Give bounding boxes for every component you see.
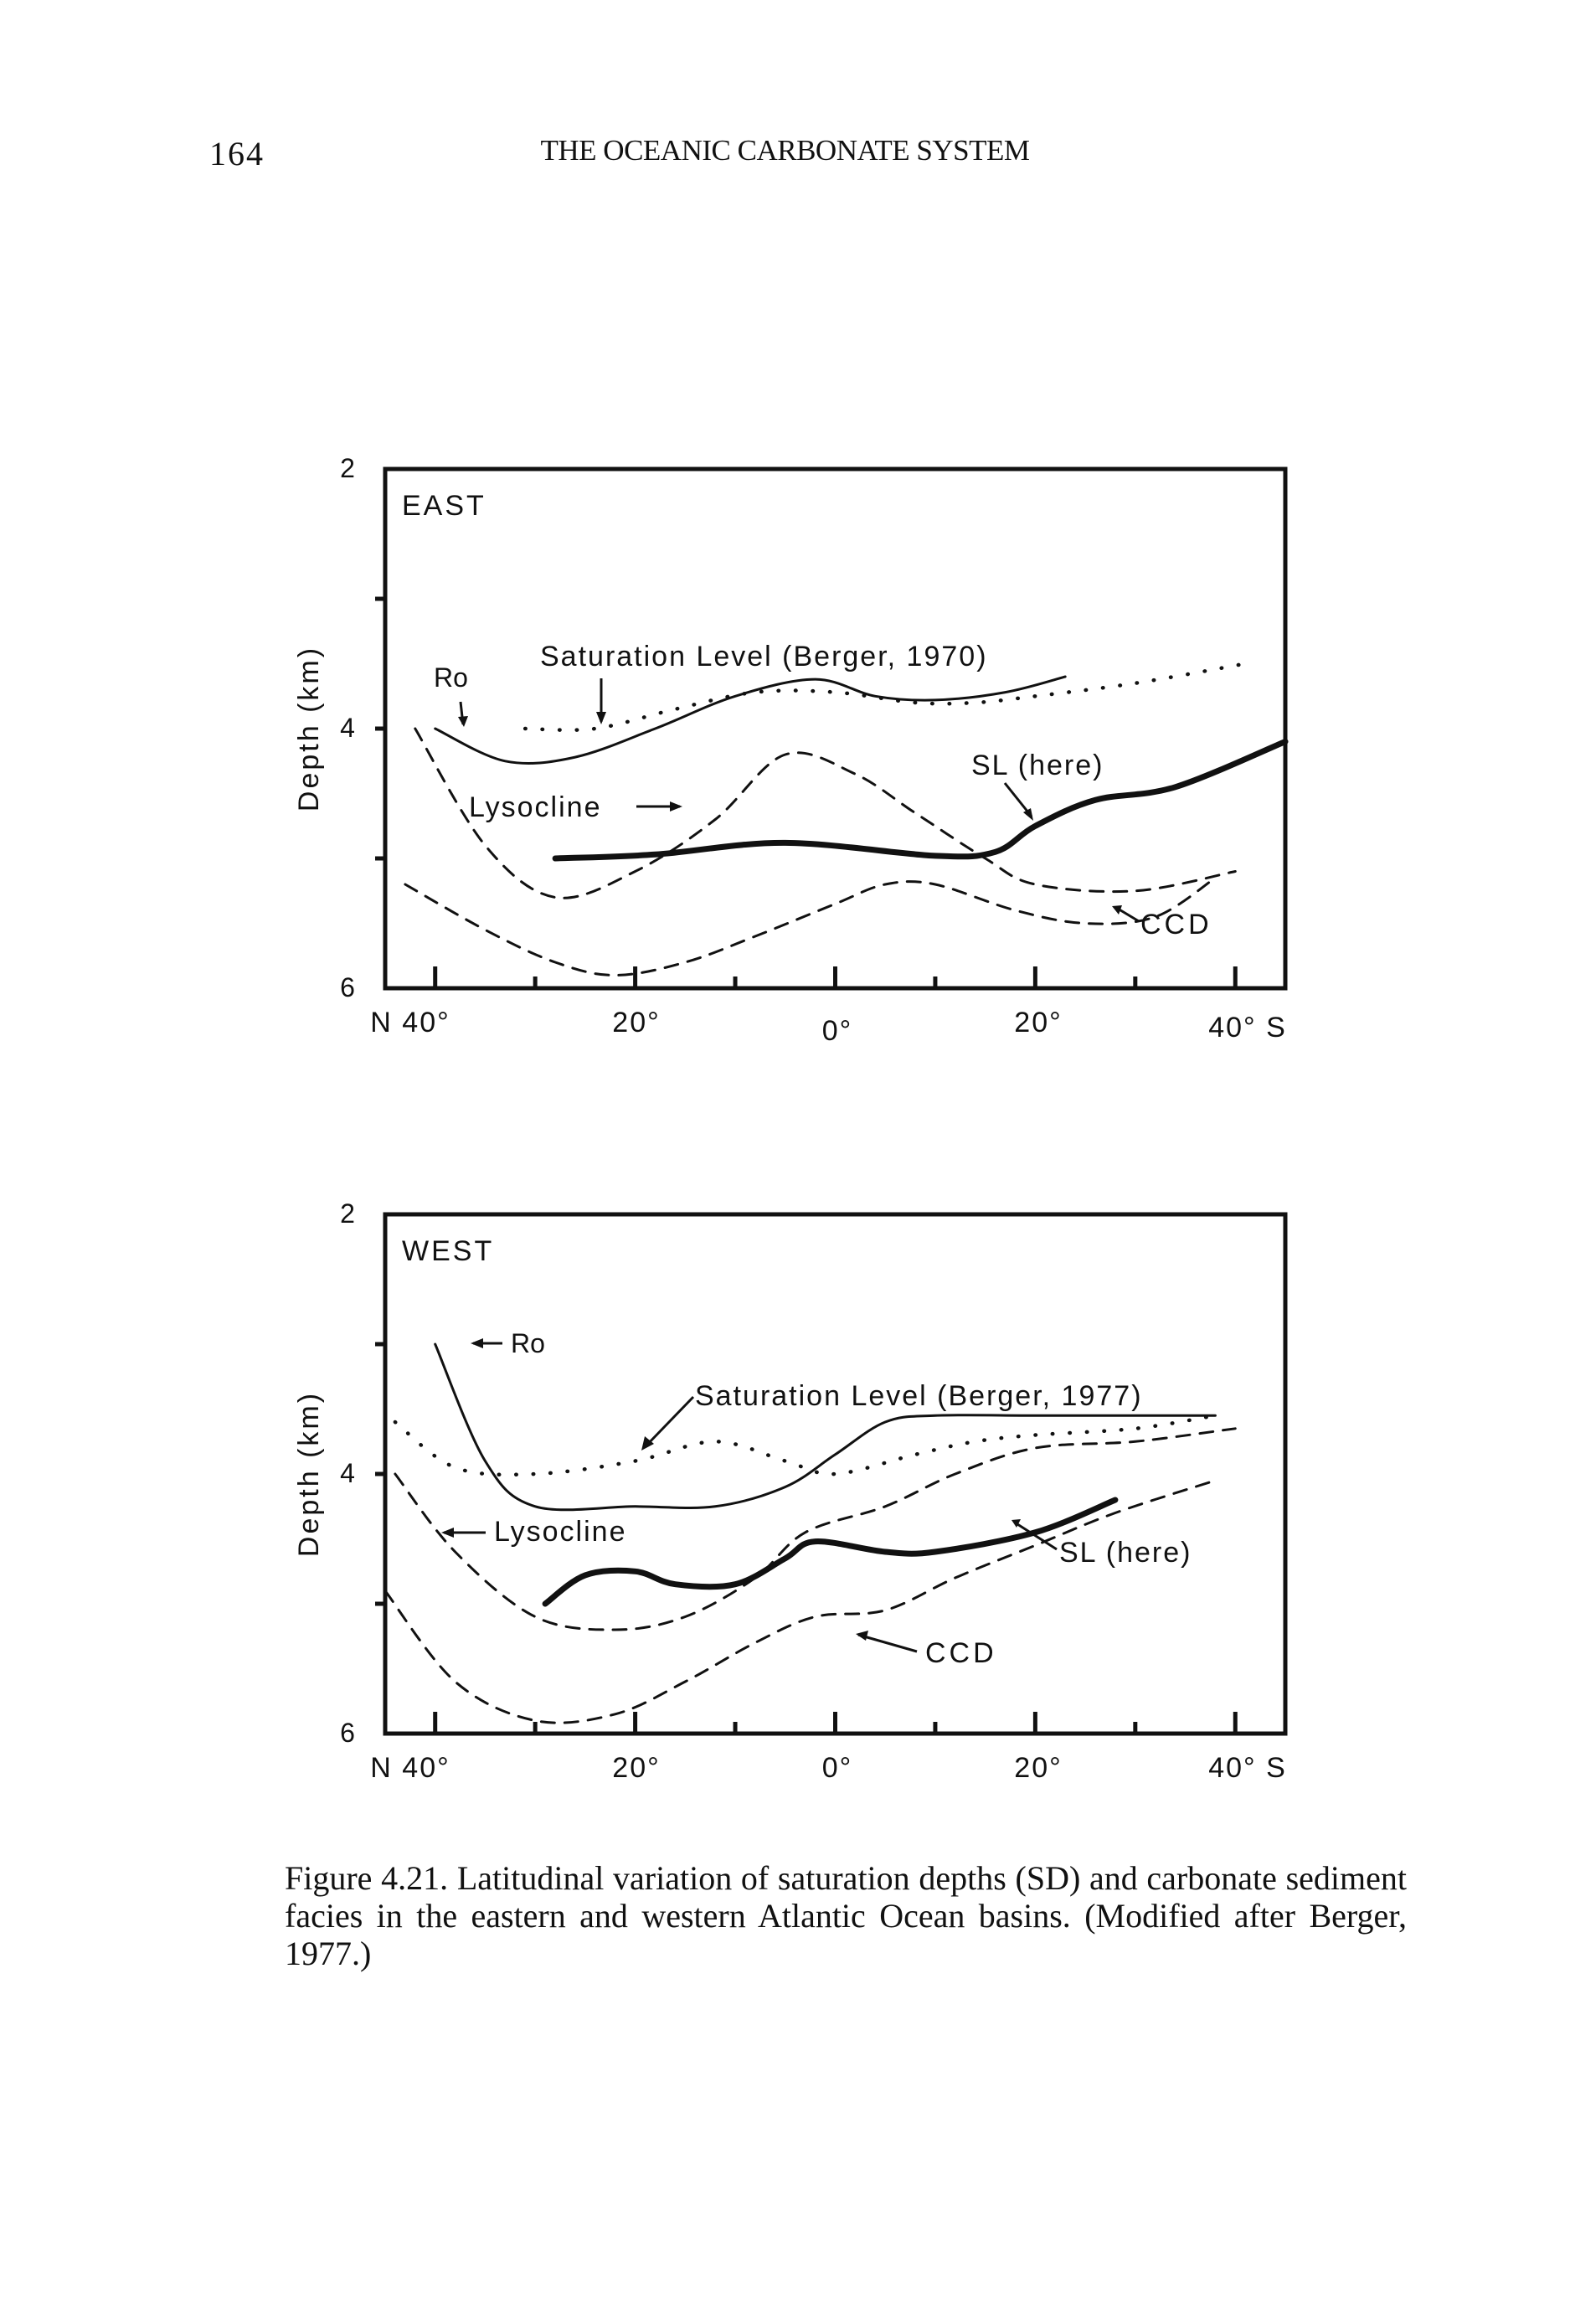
west-arrowhead-sl-here	[1011, 1519, 1021, 1528]
west-x-tick-label: 40° S	[1208, 1752, 1287, 1784]
west-arrow-ccd	[857, 1633, 918, 1653]
west-series-sl	[542, 1497, 1119, 1607]
west-annotations: Ro Saturation Level (Berger, 1977) Lysoc…	[441, 1328, 1192, 1669]
caption-line: 1977.)	[285, 1935, 372, 1972]
west-x-tick-label: 0°	[822, 1752, 853, 1784]
east-x-tick-label: 20°	[612, 1007, 660, 1038]
west-y-axis: Depth (km) 2 4 6	[293, 1198, 385, 1748]
west-series-layer	[383, 1342, 1237, 1724]
east-y-tick-label: 6	[340, 972, 355, 1002]
west-panel-label: WEST	[402, 1235, 494, 1267]
east-y-axis-label: Depth (km)	[293, 646, 325, 812]
west-annotation-sl-here: SL (here)	[1059, 1537, 1192, 1569]
east-chart: Depth (km) 2 4 6 N 40° 20° 0° 20° 40° S …	[293, 453, 1289, 1047]
east-series-sl	[552, 739, 1289, 862]
east-annotation-sl-here: SL (here)	[971, 750, 1104, 781]
west-x-tick-label: N 40°	[370, 1752, 450, 1784]
east-x-axis: N 40° 20° 0° 20° 40° S	[370, 966, 1287, 1047]
west-series-saturation-level	[393, 1414, 1217, 1477]
east-x-tick-label: 40° S	[1208, 1012, 1287, 1043]
west-y-tick-label: 2	[340, 1198, 355, 1229]
east-annotation-lysocline: Lysocline	[469, 791, 601, 823]
west-series-lysocline	[394, 1427, 1237, 1631]
east-x-tick-label: N 40°	[370, 1007, 450, 1038]
west-arrowhead-ccd	[856, 1631, 868, 1641]
east-annotation-saturation-level: Saturation Level (Berger, 1970)	[540, 641, 988, 672]
west-arrow-saturation-level	[643, 1395, 695, 1449]
west-series-ro	[434, 1342, 1217, 1512]
west-x-tick-label: 20°	[1014, 1752, 1062, 1784]
east-arrowhead-ccd	[1112, 905, 1122, 915]
east-arrowhead-ro	[458, 716, 468, 727]
east-panel-label: EAST	[402, 490, 486, 522]
west-annotation-ccd: CCD	[925, 1637, 997, 1669]
caption-line: facies in the eastern and western Atlant…	[285, 1897, 1407, 1935]
west-arrowhead-ro	[471, 1338, 483, 1348]
east-x-ticks	[433, 966, 1238, 988]
west-arrowhead-lysocline	[441, 1528, 454, 1538]
west-series-ccd	[383, 1479, 1217, 1724]
east-series-layer	[404, 662, 1289, 976]
east-arrowhead-saturation-level	[596, 712, 606, 724]
figure-caption: Figure 4.21. Latitudinal variation of sa…	[285, 1859, 1407, 1972]
running-head: THE OCEANIC CARBONATE SYSTEM	[540, 134, 1030, 167]
west-y-tick-label: 4	[340, 1458, 355, 1488]
caption-line: Figure 4.21. Latitudinal variation of sa…	[285, 1859, 1407, 1897]
west-arrow-sl-here	[1014, 1521, 1058, 1551]
west-annotation-saturation-level: Saturation Level (Berger, 1977)	[695, 1380, 1143, 1412]
west-x-ticks	[433, 1712, 1238, 1734]
west-annotation-lysocline: Lysocline	[494, 1516, 626, 1548]
east-series-ro	[434, 675, 1067, 765]
east-series-lysocline	[414, 727, 1237, 899]
west-x-tick-label: 20°	[612, 1752, 660, 1784]
east-x-tick-label: 0°	[822, 1015, 853, 1047]
west-y-axis-label: Depth (km)	[293, 1391, 325, 1557]
east-y-tick-label: 2	[340, 453, 355, 483]
east-annotations: Saturation Level (Berger, 1970) Ro Lysoc…	[434, 641, 1212, 940]
page-number: 164	[209, 135, 265, 173]
west-x-axis: N 40° 20° 0° 20° 40° S	[370, 1712, 1287, 1784]
east-series-ccd	[404, 876, 1217, 976]
east-annotation-ro: Ro	[434, 662, 468, 693]
west-y-tick-label: 6	[340, 1718, 355, 1748]
east-x-tick-label: 20°	[1014, 1007, 1062, 1038]
west-chart: Depth (km) 2 4 6 N 40° 20° 0° 20° 40° S …	[293, 1198, 1288, 1784]
east-annotation-ccd: CCD	[1140, 909, 1212, 940]
west-annotation-ro: Ro	[511, 1328, 545, 1358]
east-arrowhead-sl-here	[1023, 808, 1033, 821]
east-arrow-ccd	[1117, 907, 1140, 923]
east-y-axis: Depth (km) 2 4 6	[293, 453, 385, 1002]
east-y-tick-label: 4	[340, 713, 355, 743]
east-arrowhead-lysocline	[670, 801, 682, 812]
west-arrowhead-saturation-level	[641, 1436, 654, 1451]
